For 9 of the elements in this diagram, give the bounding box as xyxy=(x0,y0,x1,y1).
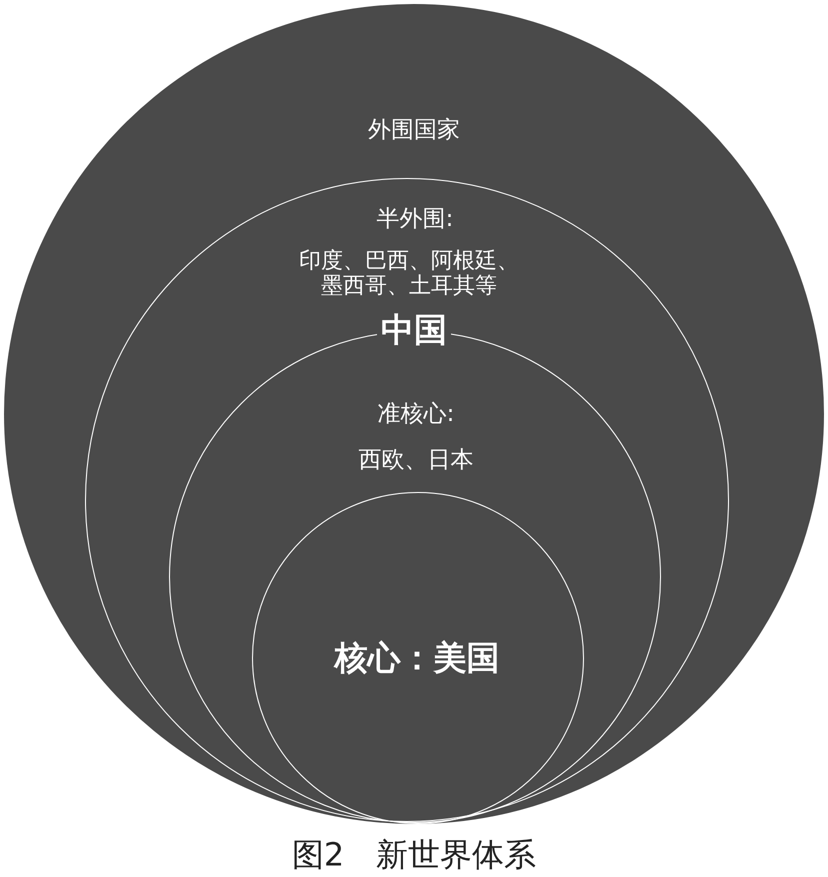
region-label: 半外围: xyxy=(376,206,454,232)
country-label: 中国 xyxy=(377,311,451,349)
region-label: 准核心: xyxy=(376,400,456,428)
region-label: 外围国家 xyxy=(367,116,461,144)
core-label: 核心：美国 xyxy=(332,639,500,677)
country-list: 印度、巴西、阿根廷、墨西哥、土耳其等 xyxy=(297,248,521,300)
country-list: 西欧、日本 xyxy=(266,446,566,474)
core-circle xyxy=(252,492,584,824)
caption: 图2 新世界体系 xyxy=(292,836,536,874)
